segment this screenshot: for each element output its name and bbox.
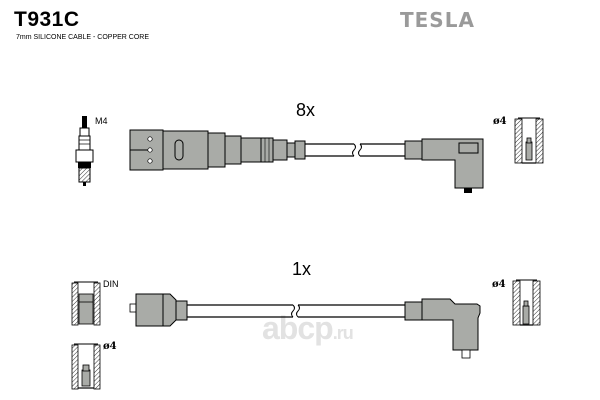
cable-bottom: [187, 304, 405, 318]
terminal-din-left: [71, 281, 101, 326]
plug-boot-bottom: [404, 298, 481, 359]
label-4mm-top-right: ø4: [493, 116, 507, 127]
quantity-bottom-lead: 1x: [292, 259, 312, 279]
label-din: DIN: [103, 279, 119, 289]
coil-boot-top: [129, 129, 306, 171]
cable-spec-subtitle: 7mm SILICONE CABLE - COPPER CORE: [16, 34, 150, 41]
quantity-top-lead: 8x: [296, 100, 316, 120]
terminal-4mm-bottom-right: [512, 279, 541, 326]
spark-plug-icon: [75, 116, 94, 186]
label-m4: M4: [95, 116, 108, 126]
part-number-title: T931C: [14, 8, 80, 31]
label-4mm-bottom-left: ø4: [103, 341, 117, 352]
terminal-4mm-top-right: [514, 117, 544, 164]
plug-boot-top: [404, 138, 484, 193]
watermark-suffix: .ru: [332, 323, 354, 343]
watermark: abcp.ru: [262, 310, 354, 347]
label-4mm-bottom-right: ø4: [492, 279, 506, 290]
watermark-main: abcp: [262, 310, 334, 346]
coil-boot-bottom: [129, 293, 188, 327]
terminal-4mm-bottom-left: [71, 343, 101, 390]
cable-top: [305, 143, 405, 157]
brand-logo: TESLA: [400, 8, 475, 32]
